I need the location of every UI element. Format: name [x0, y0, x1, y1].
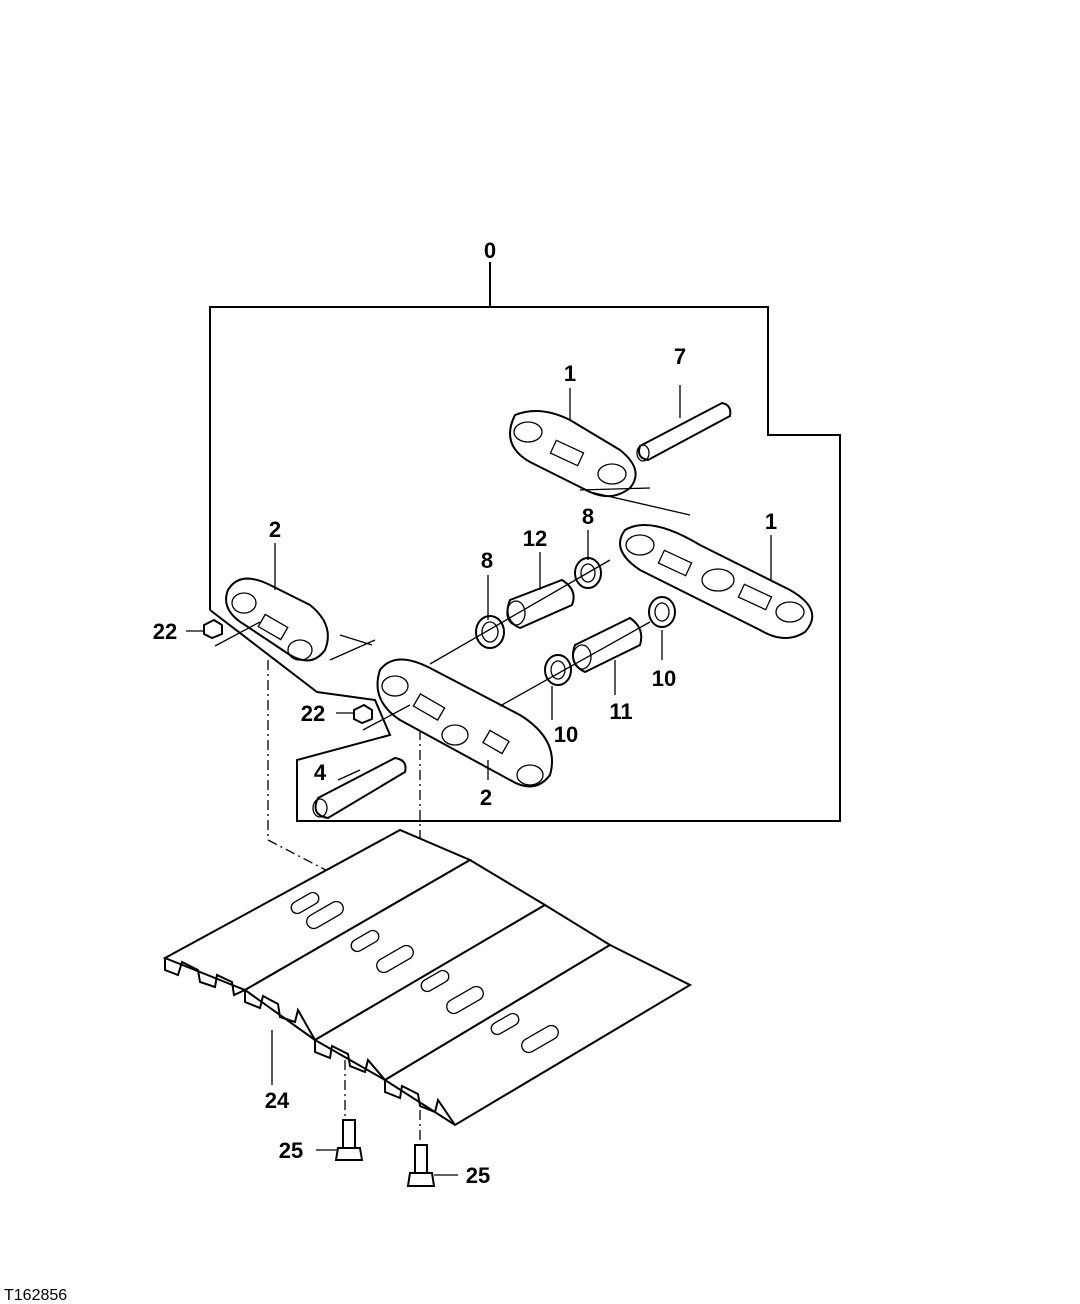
leader-lines — [274, 388, 772, 781]
callout-1-right: 1 — [765, 509, 777, 534]
track-link-upper — [509, 410, 637, 498]
assembly-outline — [209, 262, 841, 822]
nut-22-upper — [186, 618, 261, 647]
track-link-center — [376, 658, 553, 788]
figure-id: T162856 — [4, 1287, 67, 1304]
callout-25-left: 25 — [279, 1138, 303, 1163]
callout-7: 7 — [674, 344, 686, 369]
callout-8-left: 8 — [481, 548, 493, 573]
callout-25-right: 25 — [466, 1163, 490, 1188]
seal-ring-10-right — [648, 596, 676, 628]
nut-22-lower — [336, 703, 411, 731]
track-link-left — [225, 577, 329, 662]
track-shoe-plates — [162, 828, 693, 1127]
callout-11: 11 — [609, 699, 632, 724]
callout-2-center: 2 — [480, 785, 492, 810]
track-pin-upper — [636, 385, 732, 462]
callout-12: 12 — [523, 526, 547, 551]
seal-ring-8-left — [475, 615, 505, 649]
track-pin-lower — [312, 756, 407, 820]
bolt-25-right — [406, 1144, 458, 1187]
track-link-right — [619, 524, 814, 639]
callout-24: 24 — [265, 1088, 290, 1113]
callout-1-upper: 1 — [564, 361, 576, 386]
callout-0: 0 — [484, 238, 496, 263]
seal-ring-10-left — [544, 654, 572, 686]
callout-22-lower: 22 — [301, 701, 325, 726]
callout-8-right: 8 — [582, 504, 594, 529]
callout-2-left: 2 — [269, 517, 281, 542]
callout-22-upper: 22 — [153, 619, 177, 644]
bolt-25-left — [316, 1119, 364, 1161]
callout-10-left: 10 — [554, 722, 578, 747]
callout-10-right: 10 — [652, 666, 676, 691]
bushing-11 — [572, 616, 643, 674]
callout-4: 4 — [314, 760, 327, 785]
